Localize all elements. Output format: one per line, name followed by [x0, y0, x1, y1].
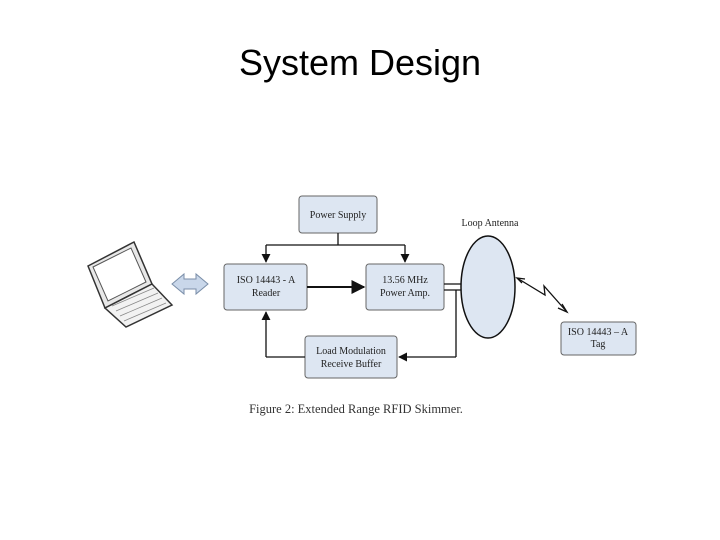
- reader-label-line2: Reader: [252, 288, 281, 299]
- connector-lines: [261, 233, 462, 362]
- load-modulation-label-line1: Load Modulation: [316, 346, 386, 357]
- power-amp-box: 13.56 MHz Power Amp.: [365, 263, 445, 311]
- reader-label-line1: ISO 14443 - A: [237, 275, 296, 286]
- loop-antenna-label: Loop Antenna: [462, 218, 519, 229]
- figure-caption: Figure 2: Extended Range RFID Skimmer.: [249, 402, 463, 416]
- power-supply-label: Power Supply: [310, 210, 366, 221]
- laptop-icon: [87, 240, 174, 328]
- slide-title: System Design: [238, 42, 482, 83]
- power-amp-label-line2: Power Amp.: [380, 288, 430, 299]
- reader-box: ISO 14443 - A Reader: [223, 263, 308, 311]
- bidirectional-arrow-icon: [171, 272, 209, 296]
- tag-box: ISO 14443 – A Tag: [560, 321, 637, 356]
- load-modulation-box: Load Modulation Receive Buffer: [304, 335, 398, 379]
- power-supply-box: Power Supply: [298, 195, 378, 234]
- tag-label-line2: Tag: [591, 339, 606, 350]
- power-amp-label-line1: 13.56 MHz: [382, 275, 428, 286]
- load-modulation-label-line2: Receive Buffer: [321, 359, 382, 370]
- tag-label-line1: ISO 14443 – A: [568, 327, 629, 338]
- loop-antenna: [460, 235, 516, 339]
- wireless-link-icon: [515, 277, 569, 314]
